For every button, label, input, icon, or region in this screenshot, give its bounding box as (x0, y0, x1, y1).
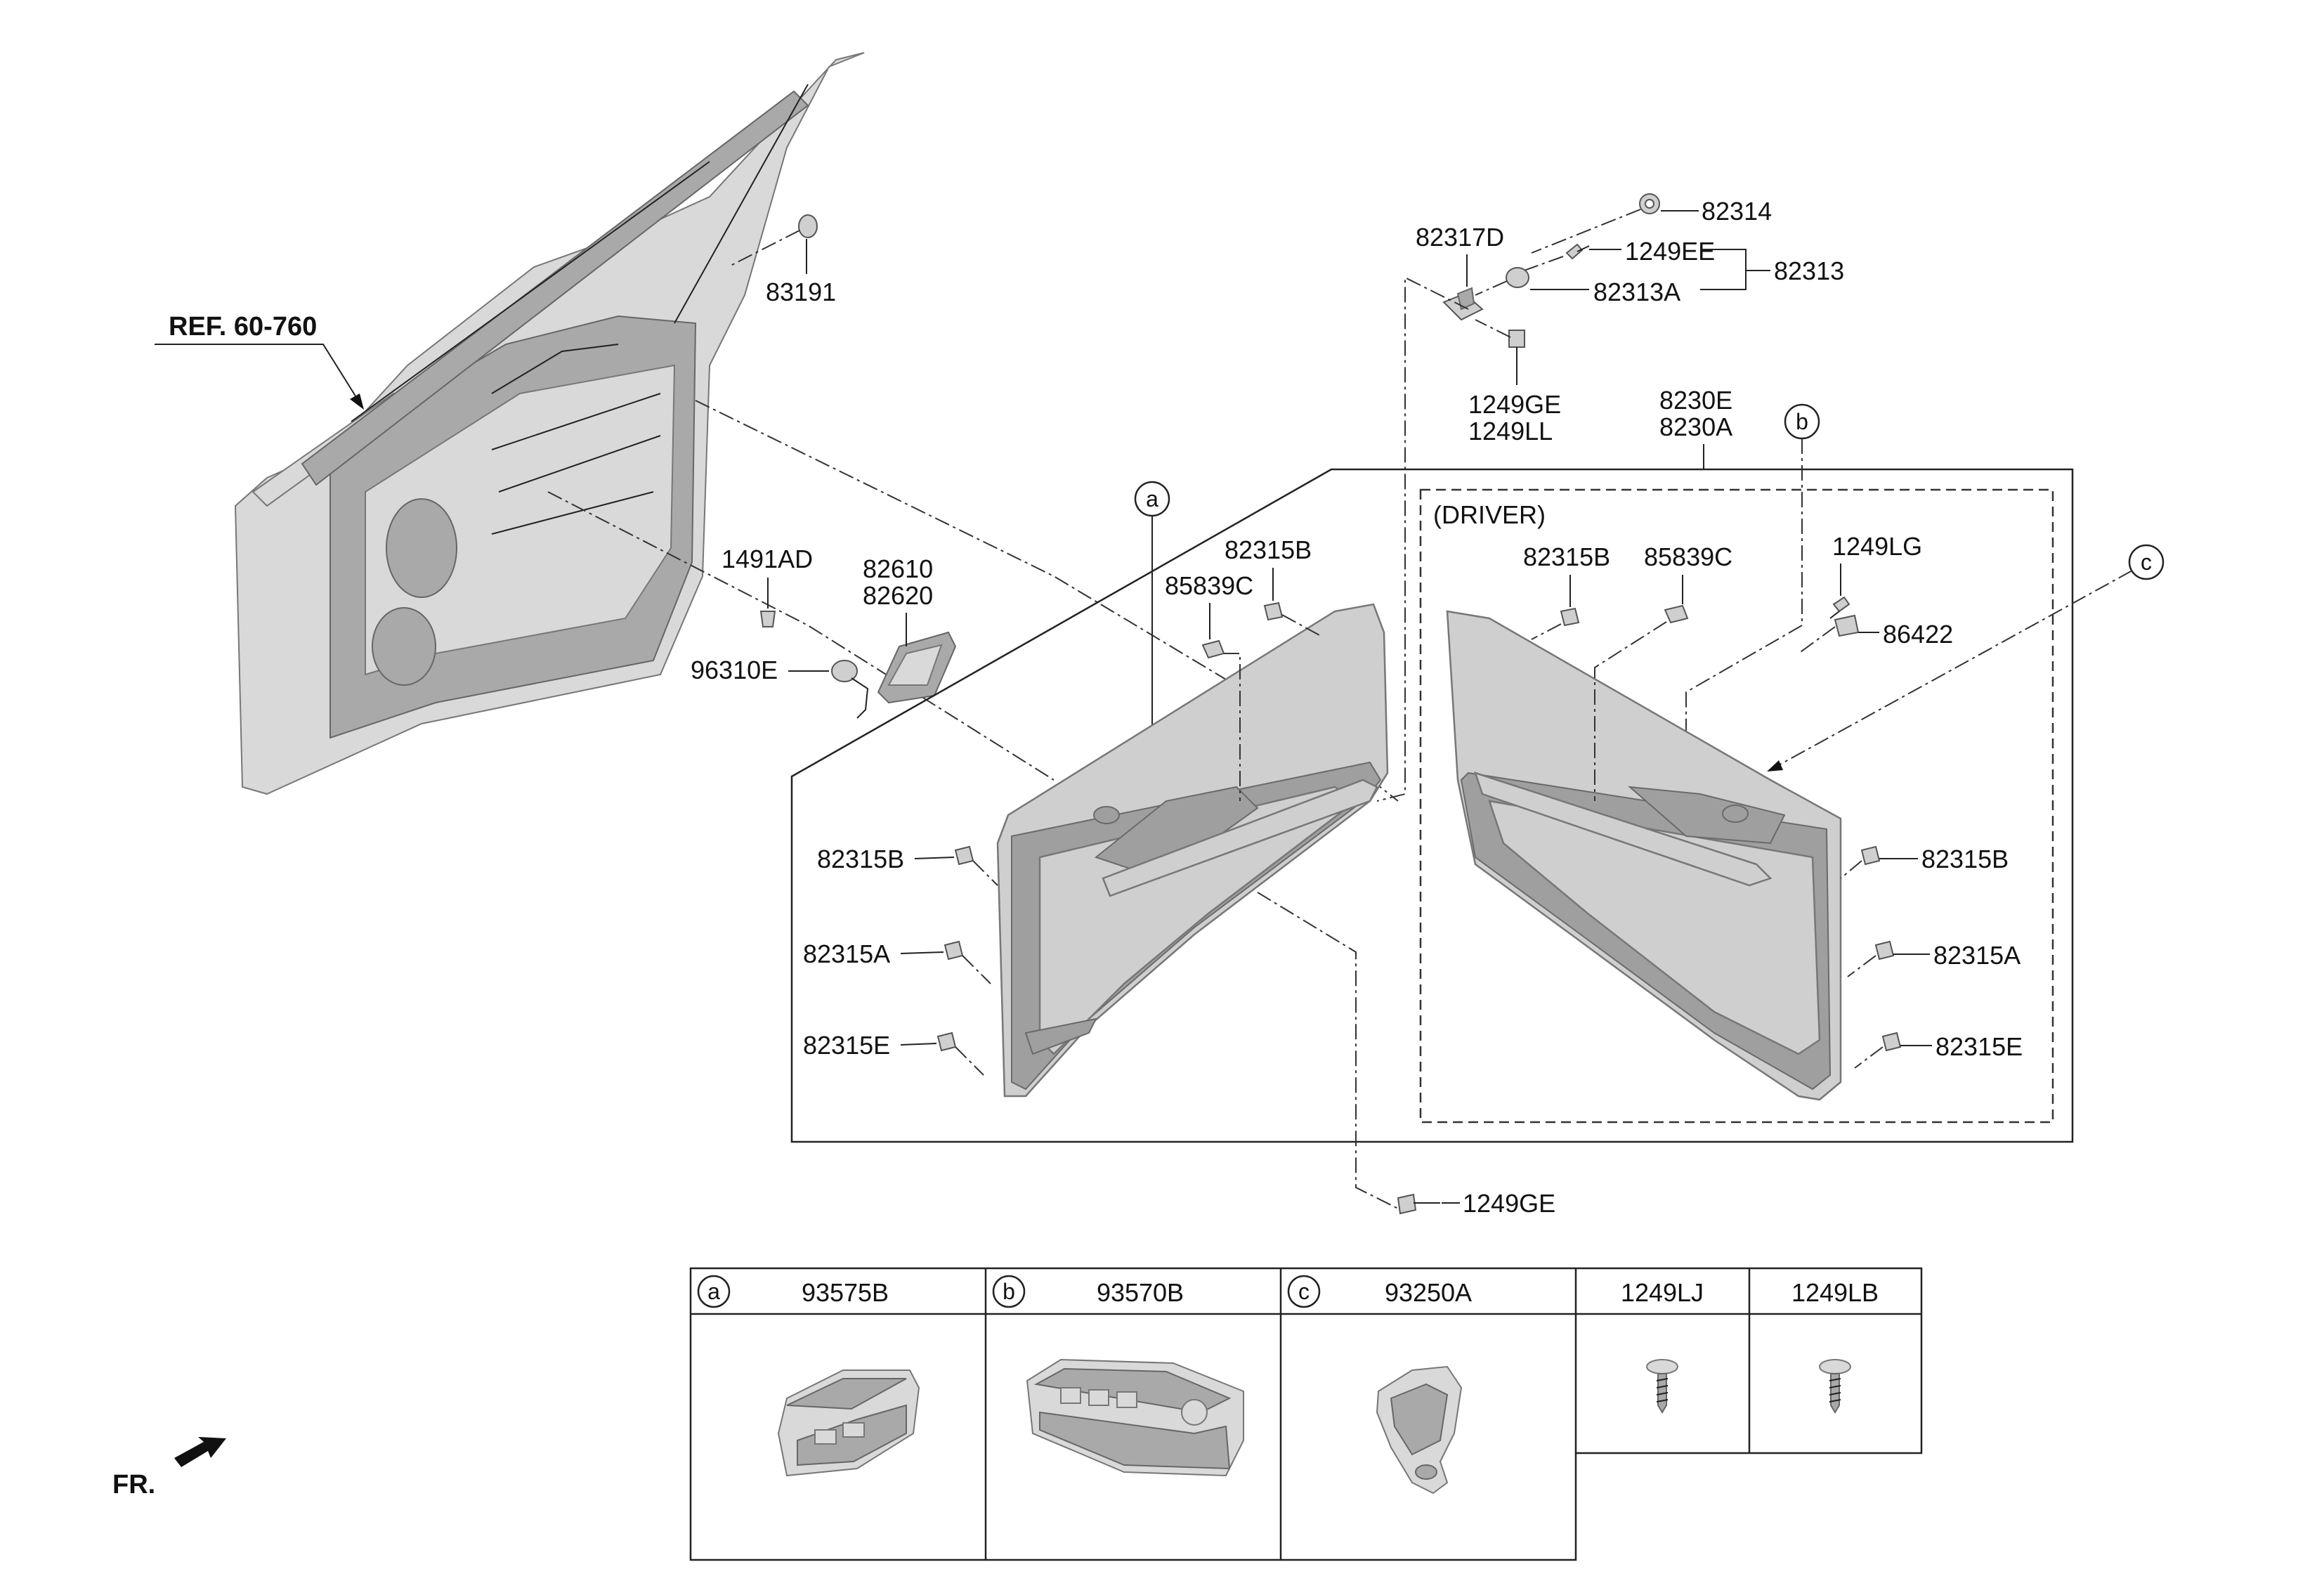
label-8230A: 8230A (1659, 412, 1732, 441)
svg-text:82315E: 82315E (1935, 1032, 2023, 1061)
table-header-b: b 93570B (992, 1275, 1184, 1308)
svg-text:93250A: 93250A (1385, 1278, 1472, 1307)
table-header-c: c 93250A (1287, 1275, 1472, 1308)
leader-82314 (1531, 209, 1641, 254)
table-header-1249LB: 1249LB (1791, 1278, 1879, 1307)
svg-text:82315B: 82315B (1523, 542, 1610, 571)
driver-label: (DRIVER) (1433, 500, 1546, 529)
svg-text:82313A: 82313A (1593, 278, 1680, 306)
part-85839C-left: 85839C (1165, 571, 1253, 801)
part-82315A-left: 82315A (803, 939, 991, 984)
svg-text:a: a (1146, 486, 1158, 512)
callout-c-top: c (1767, 544, 2165, 772)
front-label: FR. (112, 1470, 155, 1499)
part-82610-82620: 82610 82620 (863, 554, 957, 704)
svg-text:c: c (1298, 1279, 1310, 1304)
svg-text:1491AD: 1491AD (722, 545, 813, 573)
front-arrow-icon (174, 1437, 226, 1467)
screw-1249LJ-illustration (1646, 1359, 1678, 1414)
part-1249EE: 1249EE (1565, 237, 1715, 266)
svg-text:82620: 82620 (863, 581, 933, 610)
svg-text:82313: 82313 (1774, 256, 1844, 285)
part-82315E-right: 82315E (1854, 1031, 2023, 1069)
leader-1249GE-top (1475, 319, 1511, 338)
trim-panel-left (996, 603, 1389, 1098)
svg-text:82610: 82610 (863, 554, 933, 583)
svg-text:82314: 82314 (1702, 197, 1772, 226)
svg-text:1249GE: 1249GE (1468, 390, 1561, 419)
svg-text:82317D: 82317D (1416, 223, 1504, 252)
svg-text:82315B: 82315B (1225, 535, 1312, 564)
svg-text:b: b (1003, 1279, 1015, 1304)
door-frame (234, 52, 865, 795)
driver-box (1419, 488, 2054, 1124)
part-82313-bracket: 82313 (1700, 249, 1844, 290)
part-82315B-left: 82315B (817, 845, 998, 886)
part-86422: 86422 (1798, 614, 1953, 654)
svg-text:1249LG: 1249LG (1832, 532, 1922, 561)
part-1249LG: 1249LG (1829, 532, 1922, 619)
part-83191: 83191 (730, 214, 836, 306)
svg-text:82315A: 82315A (803, 939, 890, 968)
svg-text:93570B: 93570B (1097, 1278, 1184, 1307)
ref-arrowhead (350, 393, 364, 410)
svg-text:85839C: 85839C (1165, 571, 1253, 600)
svg-text:83191: 83191 (766, 278, 836, 306)
trim-assembly-box (790, 468, 2074, 1143)
svg-text:b: b (1796, 409, 1808, 434)
svg-text:85839C: 85839C (1644, 542, 1732, 571)
switch-93570B-illustration (1026, 1358, 1244, 1477)
svg-text:86422: 86422 (1883, 620, 1953, 649)
part-82313A: 82313A (1506, 267, 1680, 306)
part-82315B-left-top: 82315B (1225, 535, 1321, 637)
svg-text:82315A: 82315A (1933, 941, 2021, 970)
label-8230E: 8230E (1659, 386, 1732, 415)
svg-text:1249EE: 1249EE (1625, 237, 1715, 266)
part-82315B-right-top: 82315B (1523, 542, 1610, 640)
svg-text:96310E: 96310E (691, 656, 778, 684)
part-96310E: 96310E (691, 656, 869, 719)
ref-leader (155, 344, 359, 401)
svg-text:93575B: 93575B (802, 1278, 889, 1307)
part-82314: 82314 (1639, 193, 1772, 226)
svg-text:a: a (707, 1279, 720, 1304)
part-1249GE-top: 1249GE 1249LL (1468, 330, 1561, 445)
leader-door-trim-2 (547, 491, 1055, 781)
part-82315B-right: 82315B (1840, 845, 2009, 879)
svg-text:82315B: 82315B (1921, 845, 2009, 873)
part-85839C-right: 85839C (1594, 542, 1732, 801)
leader-82313A (1475, 280, 1508, 296)
svg-text:1249GE: 1249GE (1463, 1189, 1555, 1218)
part-82315E-left: 82315E (803, 1031, 984, 1076)
svg-text:1249LL: 1249LL (1468, 417, 1553, 445)
svg-text:c: c (2141, 549, 2152, 575)
leader-82317D (1376, 276, 1469, 802)
table-header-a: a 93575B (697, 1275, 889, 1308)
screw-1249LB-illustration (1819, 1359, 1851, 1414)
bracket-93250A-illustration (1376, 1365, 1463, 1495)
svg-text:82315E: 82315E (803, 1031, 890, 1060)
ref-label: REF. 60-760 (169, 312, 317, 341)
parts-table (689, 1267, 1923, 1561)
switch-93575B-illustration (777, 1369, 920, 1477)
table-header-1249LJ: 1249LJ (1621, 1278, 1704, 1307)
part-1491AD: 1491AD (722, 545, 813, 627)
svg-text:82315B: 82315B (817, 845, 904, 873)
trim-panel-right (1446, 610, 1842, 1101)
part-82315A-right: 82315A (1847, 940, 2021, 977)
part-1249GE-bottom: 1249GE (1257, 892, 1555, 1218)
